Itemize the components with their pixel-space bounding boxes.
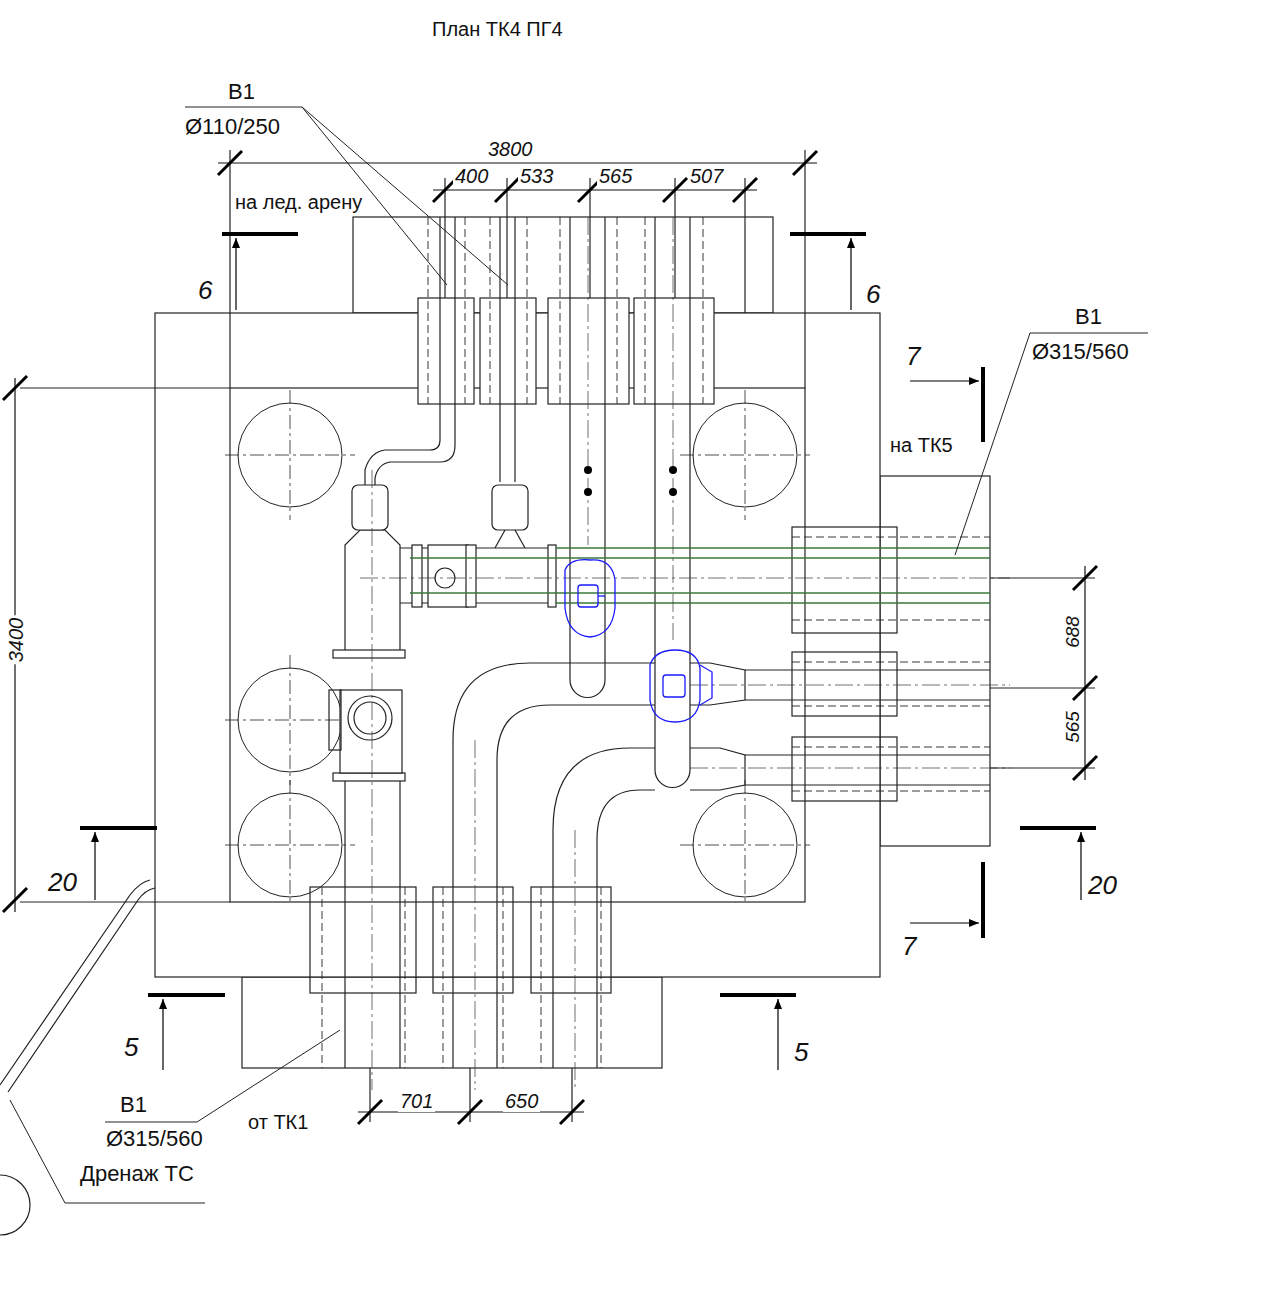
pipe-size: Ø110/250 bbox=[183, 115, 282, 139]
section-mark: 5 bbox=[792, 1038, 810, 1067]
section-mark: 5 bbox=[122, 1033, 140, 1062]
section-mark: 7 bbox=[900, 932, 918, 961]
dimension: 533 bbox=[518, 165, 555, 187]
pipe-mark: В1 bbox=[1073, 305, 1104, 329]
direction-note: от ТК1 bbox=[246, 1111, 310, 1133]
section-mark: 6 bbox=[196, 276, 214, 305]
direction-note: на лед. арену bbox=[233, 191, 364, 213]
dimension: 3800 bbox=[486, 138, 535, 160]
section-mark: 20 bbox=[46, 868, 79, 897]
section-mark: 20 bbox=[1086, 871, 1119, 900]
dimension: 650 bbox=[503, 1090, 540, 1112]
drawing-title: План ТК4 ПГ4 bbox=[430, 18, 565, 40]
pipe-mark: В1 bbox=[226, 80, 257, 104]
section-mark: 6 bbox=[864, 280, 882, 309]
dimension: 507 bbox=[688, 165, 725, 187]
dimension: 565 bbox=[1063, 709, 1084, 745]
pipe-mark: В1 bbox=[118, 1093, 149, 1117]
pipe-size: Ø315/560 bbox=[1030, 340, 1131, 364]
dimension: 3400 bbox=[5, 616, 27, 665]
pipe-note: Дренаж ТС bbox=[78, 1162, 196, 1186]
direction-note: на ТК5 bbox=[888, 434, 955, 456]
dimension: 565 bbox=[597, 165, 634, 187]
section-mark: 7 bbox=[904, 342, 922, 371]
pipe-size: Ø315/560 bbox=[104, 1127, 205, 1151]
dimension: 688 bbox=[1063, 614, 1084, 650]
dimension: 701 bbox=[398, 1090, 435, 1112]
dimension: 400 bbox=[453, 165, 490, 187]
